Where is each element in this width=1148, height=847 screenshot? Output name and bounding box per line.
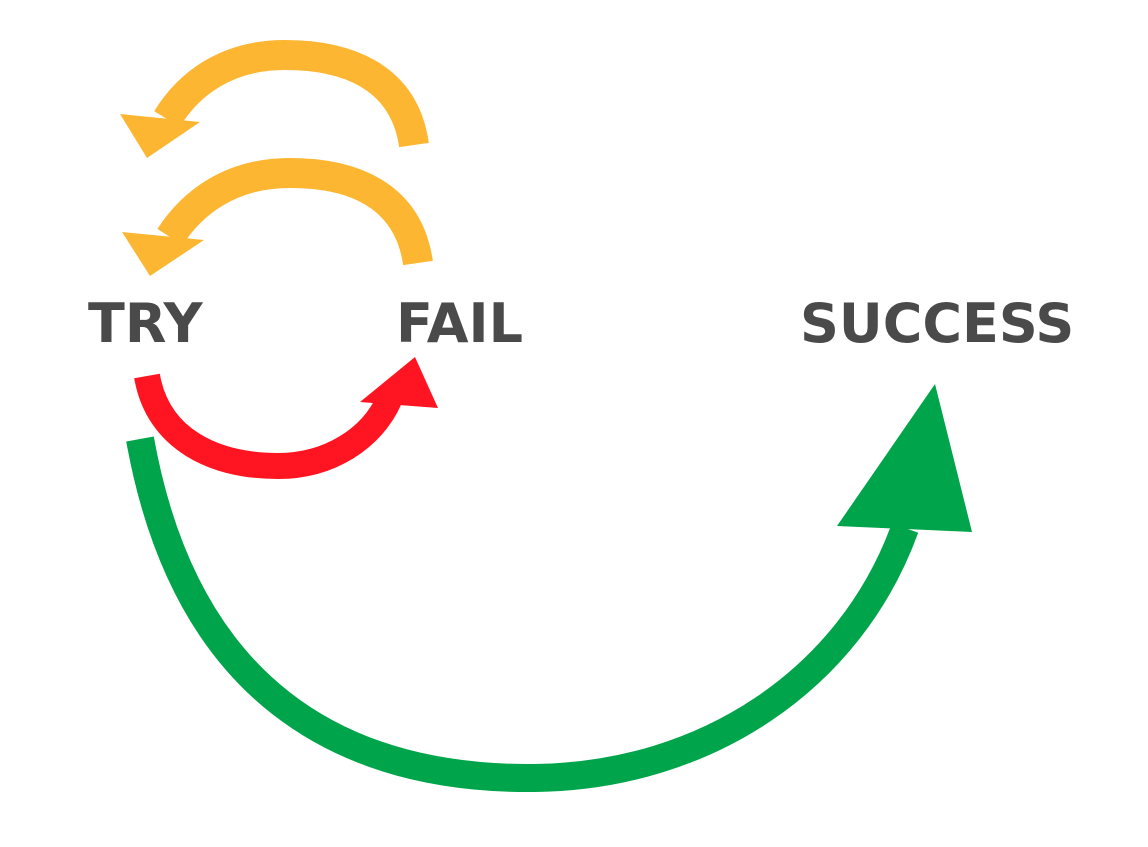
- fail-arrow-head: [360, 357, 438, 408]
- retry-arrow-upper-head: [120, 114, 200, 158]
- node-success-label: SUCCESS: [800, 292, 1075, 355]
- fail-arrow: [134, 357, 438, 480]
- fail-arrow-shaft: [134, 373, 401, 480]
- retry-arrow-lower: [122, 157, 433, 276]
- success-arrow: [126, 384, 972, 793]
- retry-arrow-lower-head: [122, 232, 204, 276]
- retry-arrow-upper: [120, 39, 429, 158]
- node-try-label: TRY: [88, 292, 203, 355]
- node-fail-label: FAIL: [396, 292, 523, 355]
- retry-arrow-lower-shaft: [157, 157, 433, 266]
- success-arrow-head: [837, 384, 972, 532]
- retry-arrow-upper-shaft: [154, 39, 429, 148]
- success-arrow-shaft: [126, 436, 919, 793]
